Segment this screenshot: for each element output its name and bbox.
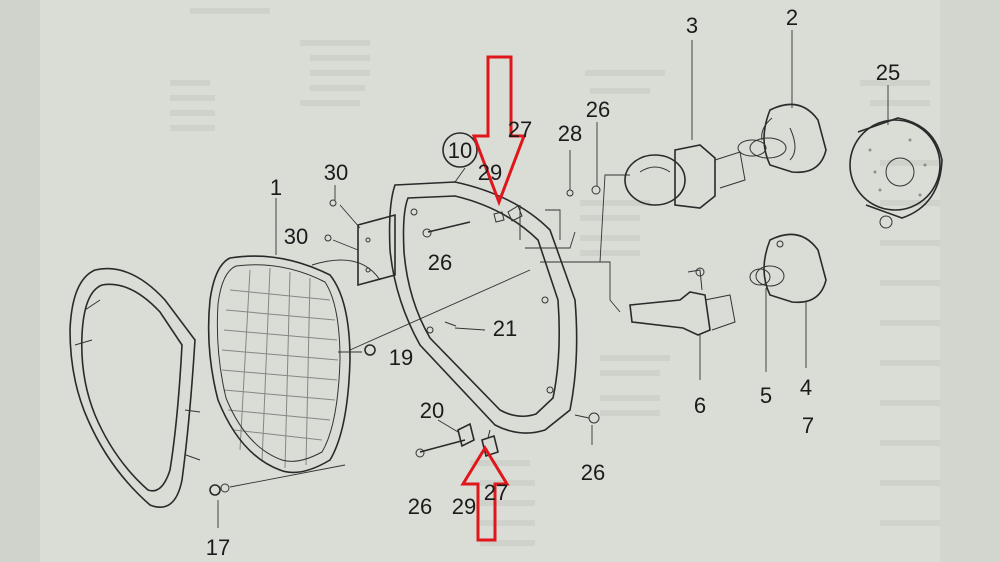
label-part-3: 3	[686, 13, 698, 38]
headlight-insert-part-1	[207, 255, 531, 474]
label-part-26-left: 26	[428, 250, 452, 275]
label-part-7: 7	[802, 413, 814, 438]
label-part-26-right: 26	[581, 460, 605, 485]
bulb-part-3	[624, 144, 746, 209]
red-up-arrow-icon	[460, 445, 510, 542]
label-part-4: 4	[800, 375, 812, 400]
label-part-17: 17	[206, 535, 230, 560]
label-leaders	[217, 30, 889, 528]
callout-circle-part-10	[442, 132, 478, 168]
label-part-27-bottom: 27	[484, 480, 508, 505]
label-part-26-top: 26	[586, 97, 610, 122]
red-down-arrow-icon	[471, 55, 527, 207]
label-part-19: 19	[389, 345, 413, 370]
socket-ring-part-2	[737, 103, 827, 174]
label-part-29-bottom: 29	[452, 494, 476, 519]
label-part-29-top: 29	[478, 160, 502, 185]
dust-cap-part-25	[849, 117, 943, 229]
bracket-part-30	[324, 199, 396, 287]
socket-ring-part-4	[749, 233, 827, 372]
label-part-26-bottom: 26	[408, 494, 432, 519]
label-part-21: 21	[493, 316, 517, 341]
bulb-part-6	[629, 267, 736, 336]
leader-lines	[525, 174, 630, 313]
label-part-28: 28	[558, 121, 582, 146]
trim-frame-part-17	[69, 267, 346, 508]
label-part-2: 2	[786, 5, 798, 30]
screw-hardware	[338, 185, 601, 458]
label-part-30-top: 30	[324, 160, 348, 185]
label-part-5: 5	[760, 383, 772, 408]
part-number-labels: 1 2 3 4 5 6 7 10 17 19 20 21 25 26 26 26…	[206, 5, 900, 560]
label-part-6: 6	[694, 393, 706, 418]
label-part-10: 10	[448, 138, 472, 163]
label-part-1: 1	[270, 175, 282, 200]
label-part-25: 25	[876, 60, 900, 85]
label-part-27-top: 27	[508, 117, 532, 142]
label-part-20: 20	[420, 398, 444, 423]
housing-frame-part-10	[388, 181, 578, 434]
label-part-30-middle: 30	[284, 224, 308, 249]
